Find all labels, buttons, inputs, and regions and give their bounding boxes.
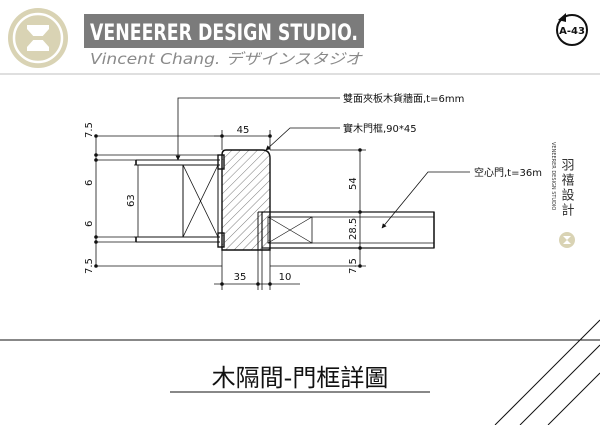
dim-top-45: 45 [237, 125, 250, 136]
studio-name: VENEERER DESIGN STUDIO. [90, 21, 358, 46]
left-dimension-chain [95, 135, 222, 267]
dim-left-7-5-bottom: 7.5 [84, 258, 95, 274]
side-brand: 羽禧設計 VENEERER DESIGN STUDIO [550, 142, 575, 248]
hollow-door [261, 211, 435, 249]
right-dimension-ticks [358, 148, 362, 268]
wall-panels [135, 154, 225, 248]
dim-bottom-10: 10 [279, 272, 292, 283]
solid-wood-frame [221, 149, 271, 251]
corner-diagonal-lines [494, 319, 600, 426]
top-dim-tick-left [220, 134, 224, 138]
callout-solid-frame: 實木門框,90*45 [343, 122, 417, 135]
dim-left-6-bottom: 6 [84, 221, 95, 227]
callout-hollow-door: 空心門,t=36m [474, 166, 542, 179]
sheet-number: A-43 [559, 26, 585, 37]
sheet-number-badge: A-43 [556, 13, 588, 46]
dim-right-28-5: 28.5 [348, 218, 359, 240]
studio-logo [8, 8, 68, 68]
side-brand-english: VENEERER DESIGN STUDIO [550, 142, 556, 210]
dim-bottom-35: 35 [234, 272, 247, 283]
drawing-title: 木隔間-門框詳圖 [212, 364, 389, 392]
right-dimension-chain [270, 149, 434, 267]
callout-veneer-panel: 雙面夾板木貨牆面,t=6mm [343, 92, 464, 105]
dim-right-54: 54 [348, 177, 359, 190]
top-dim-tick-right [268, 134, 272, 138]
side-brand-chinese: 羽禧設計 [559, 158, 575, 218]
side-brand-logo [559, 232, 575, 248]
dim-left-63: 63 [126, 194, 137, 207]
bottom-dimension-ticks [220, 282, 272, 286]
dim-left-7-5-top: 7.5 [84, 122, 95, 138]
studio-tagline: Vincent Chang. デザインスタジオ [90, 50, 363, 68]
studio-banner [84, 14, 364, 48]
callout-leaders [175, 97, 470, 229]
dim-left-6-top: 6 [84, 180, 95, 186]
dim-right-7-5: 7.5 [348, 258, 359, 274]
left-dimension-ticks [94, 134, 98, 268]
